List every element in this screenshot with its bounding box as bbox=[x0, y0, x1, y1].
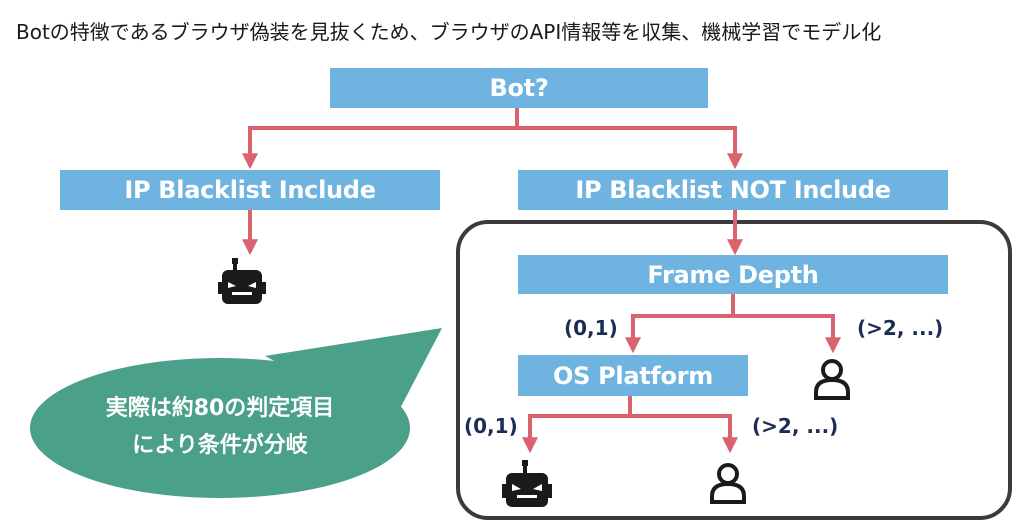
callout-bubble bbox=[30, 328, 442, 498]
arrows bbox=[242, 108, 841, 454]
person-icon bbox=[814, 359, 850, 400]
robot-icon bbox=[502, 460, 552, 507]
arrow-os-split bbox=[530, 396, 730, 418]
arrow-frame-split bbox=[633, 294, 833, 318]
robot-icon bbox=[218, 258, 266, 304]
callout-text: 実際は約80の判定項目 により条件が分岐 bbox=[70, 390, 370, 464]
edge-label-frame-left: (0,1) bbox=[564, 316, 618, 340]
edge-label-os-left: (0,1) bbox=[464, 414, 518, 438]
callout-line-1: 実際は約80の判定項目 bbox=[105, 396, 335, 421]
person-icon bbox=[710, 463, 746, 504]
edge-label-os-right: (>2, ...) bbox=[752, 414, 839, 438]
node-ip-blacklist-include: IP Blacklist Include bbox=[60, 170, 440, 210]
node-bot-root: Bot? bbox=[330, 68, 708, 108]
node-ip-blacklist-not-include: IP Blacklist NOT Include bbox=[518, 170, 948, 210]
callout-line-2: により条件が分岐 bbox=[132, 433, 308, 458]
arrow-root-split bbox=[250, 108, 735, 130]
node-frame-depth: Frame Depth bbox=[518, 255, 948, 294]
edge-label-frame-right: (>2, ...) bbox=[857, 316, 944, 340]
node-os-platform: OS Platform bbox=[518, 355, 748, 396]
diagram-caption: Botの特徴であるブラウザ偽装を見抜くため、ブラウザのAPI情報等を収集、機械学… bbox=[16, 20, 882, 44]
